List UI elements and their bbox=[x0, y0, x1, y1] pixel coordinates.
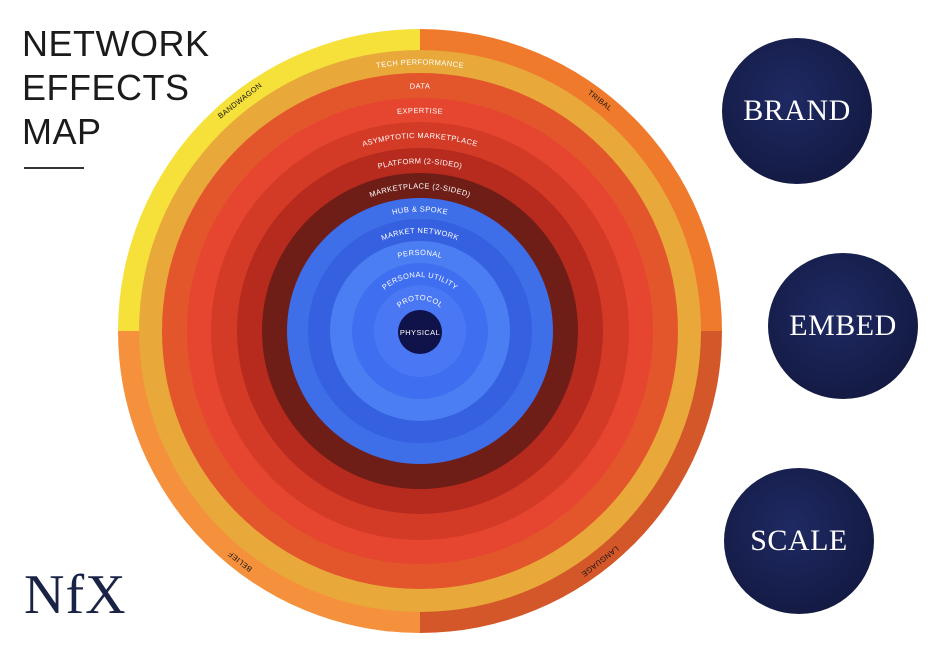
pillar-brand-label: BRAND bbox=[743, 94, 851, 127]
title-line-3: MAP bbox=[22, 111, 102, 152]
title-line-2: EFFECTS bbox=[22, 67, 190, 108]
pillar-scale: SCALE bbox=[724, 468, 874, 614]
nfx-logo: NfX bbox=[24, 564, 127, 626]
ring-label: DATA bbox=[410, 81, 431, 90]
pillar-brand: BRAND bbox=[722, 38, 872, 184]
title-line-1: NETWORK bbox=[22, 23, 210, 64]
page-title: NETWORK EFFECTS MAP bbox=[22, 22, 210, 154]
effect-rings bbox=[139, 50, 701, 612]
pillar-scale-label: SCALE bbox=[750, 524, 848, 557]
title-divider bbox=[24, 167, 84, 169]
pillar-embed: EMBED bbox=[768, 253, 918, 399]
ring-label: TECH PERFORMANCE bbox=[375, 57, 464, 70]
core-physical bbox=[398, 310, 442, 354]
ring-label: EXPERTISE bbox=[397, 106, 444, 116]
ring-label: HUB & SPOKE bbox=[391, 204, 449, 216]
pillar-embed-label: EMBED bbox=[789, 309, 897, 342]
core-label: PHYSICAL bbox=[400, 328, 440, 337]
